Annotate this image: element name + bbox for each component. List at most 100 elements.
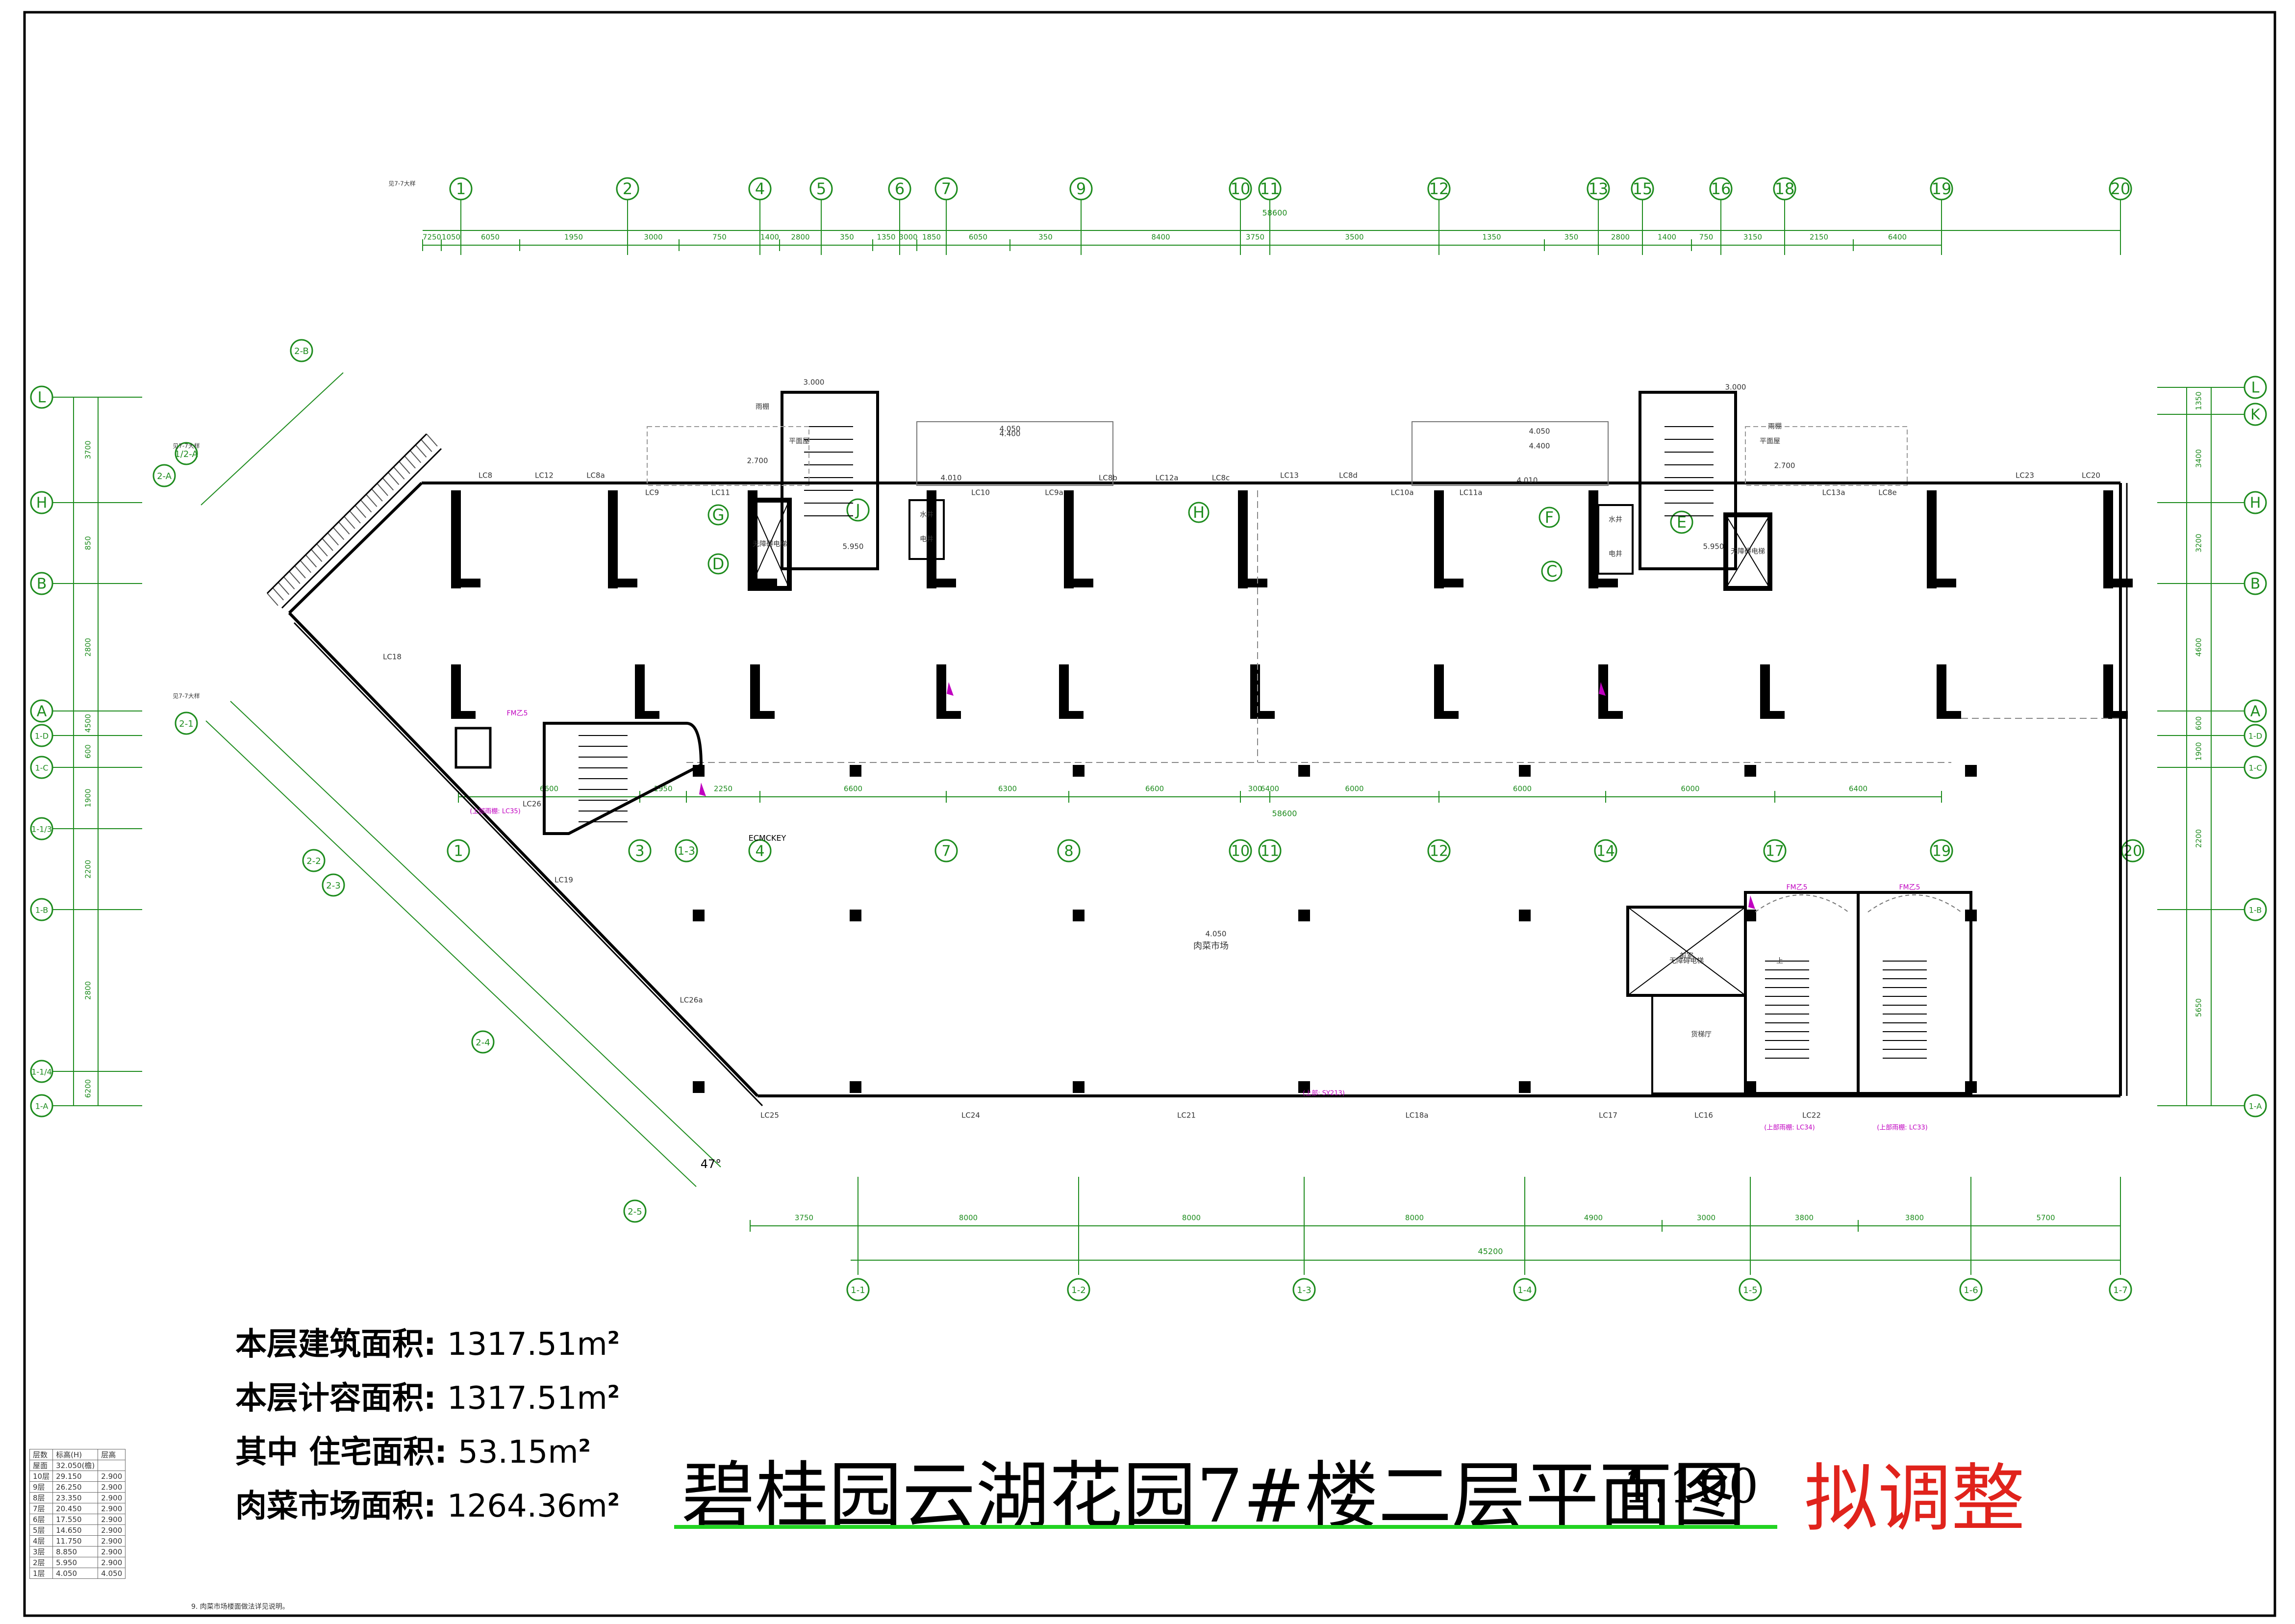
column-mid (451, 664, 461, 718)
floor-table-cell: 1层 (29, 1568, 53, 1579)
square-column (1519, 1081, 1531, 1093)
top-axis-bubble: 10 (1231, 179, 1251, 198)
left-axis-bubble: B (37, 576, 47, 593)
hatch-line (421, 439, 432, 452)
top-dim-value: 1950 (564, 233, 583, 242)
column-l-foot (1589, 579, 1618, 587)
column-mid-foot (1598, 711, 1623, 719)
square-column (1073, 1081, 1084, 1093)
mid-dim-value: 6300 (998, 785, 1017, 793)
window-sub-4: (上部: SY213) (1303, 1090, 1345, 1097)
level-mark: 4.050 (1529, 427, 1550, 436)
room-label-corridor-2: 平面屋 (1760, 437, 1780, 445)
level-mark: 4.010 (1517, 476, 1538, 485)
top-dim-value: 350 (840, 233, 854, 242)
column-mid (2103, 664, 2113, 718)
left-axis-bubble: 1-B (35, 906, 48, 915)
bottom-axis-bubble: 1-6 (1964, 1285, 1978, 1295)
floor-table-cell: 9层 (29, 1481, 53, 1493)
mid-axis-bubble: 3 (635, 843, 644, 860)
sheet-ref-3: 见7-7大样 (173, 692, 200, 700)
hatch-line (344, 516, 355, 529)
mid-axis-bubble: 1-3 (678, 845, 695, 858)
stair-tag-e-circle (1670, 510, 1693, 534)
column-l-foot (1927, 579, 1956, 587)
floor-table-cell: 2.900 (98, 1492, 126, 1503)
stair-core-j (781, 391, 879, 570)
floor-table-cell: 7层 (29, 1503, 53, 1514)
bottom-axis-bubble: 1-1 (851, 1285, 865, 1295)
diag-axis-bubble: 2-4 (476, 1038, 490, 1048)
level-mark: 5.950 (1703, 542, 1724, 551)
right-dim-value: 600 (2194, 716, 2203, 731)
sheet-border (23, 11, 2276, 1617)
window-tag: LC10 (971, 488, 990, 497)
room-label-corridor-1: 平面屋 (789, 437, 809, 445)
left-axis-bubble: L (38, 389, 46, 406)
mid-axis-bubble-circle (748, 839, 772, 863)
level-mark: 3.000 (804, 378, 825, 387)
bottom-dim-value: 5700 (2036, 1214, 2055, 1222)
top-axis-bubble: 6 (895, 179, 905, 198)
diag-axis-bubble: 2-5 (628, 1207, 642, 1217)
window-tag: LC11 (711, 488, 730, 497)
column-l-foot (1434, 579, 1463, 587)
mid-axis-bubble: 14 (1596, 843, 1615, 860)
bottom-axis-bubble-circle (846, 1278, 870, 1301)
window-tag: LC18 (383, 653, 402, 661)
column-l-north (927, 490, 936, 588)
floor-table-cell (98, 1460, 126, 1471)
angle-label: 47° (701, 1157, 722, 1171)
bottom-axis-bubble: 1-7 (2113, 1285, 2127, 1295)
column-l-foot (927, 579, 956, 587)
floor-table-cell: 2.900 (98, 1503, 126, 1514)
column-mid (1250, 664, 1260, 718)
column-mid (936, 664, 946, 718)
window-tag: LC18a (1405, 1111, 1428, 1120)
hatch-line (332, 527, 345, 540)
column-mid (750, 664, 760, 718)
top-dim-value: 3500 (1345, 233, 1363, 242)
axis-tag-g-circle (707, 504, 729, 526)
hatch-line (277, 582, 290, 595)
mid-axis-bubble-circle (1594, 839, 1617, 863)
window-tag: LC19 (555, 876, 573, 885)
hatch-line (393, 466, 405, 480)
column-mid-foot (1937, 711, 1961, 719)
window-tag: LC16 (1694, 1111, 1713, 1120)
window-tag: LC17 (1599, 1111, 1617, 1120)
shaft-room (908, 499, 945, 560)
door-tag-fm2: FM乙5 (1786, 884, 1807, 891)
bottom-axis-bubble-circle (1739, 1278, 1762, 1301)
elevator-x2 (1725, 514, 1770, 589)
floor-table-cell: 2.900 (98, 1535, 126, 1547)
floor-table-cell: 层高 (98, 1449, 126, 1460)
floor-table-cell: 屋面 (29, 1460, 53, 1471)
right-dim-value: 3400 (2194, 449, 2203, 468)
room-label-roof-1: 雨棚 (756, 403, 769, 411)
column-l-foot (2103, 579, 2133, 587)
level-mark: 4.400 (1000, 430, 1021, 438)
diag-axis-bubble: 1/2-A (175, 449, 198, 459)
freight-x (1627, 907, 1746, 996)
top-axis-bubble: 11 (1260, 179, 1280, 198)
door-tag-fm1: FM乙5 (506, 710, 528, 717)
window-tag: LC12 (535, 471, 554, 480)
column-mid-foot (936, 711, 961, 719)
left-dim-value: 3700 (84, 440, 93, 459)
column-mid (1937, 664, 1946, 718)
top-dim-value: 6050 (481, 233, 500, 242)
floor-table-cell: 29.150 (52, 1471, 99, 1482)
stair-tag-j: J (855, 501, 860, 519)
level-mark: 2.700 (1774, 461, 1795, 470)
window-sub-2: (上部雨棚: LC33) (1877, 1124, 1928, 1132)
hatch-strip (266, 433, 442, 609)
bottom-dim-value: 8000 (959, 1214, 978, 1222)
hatch-line (354, 505, 367, 518)
